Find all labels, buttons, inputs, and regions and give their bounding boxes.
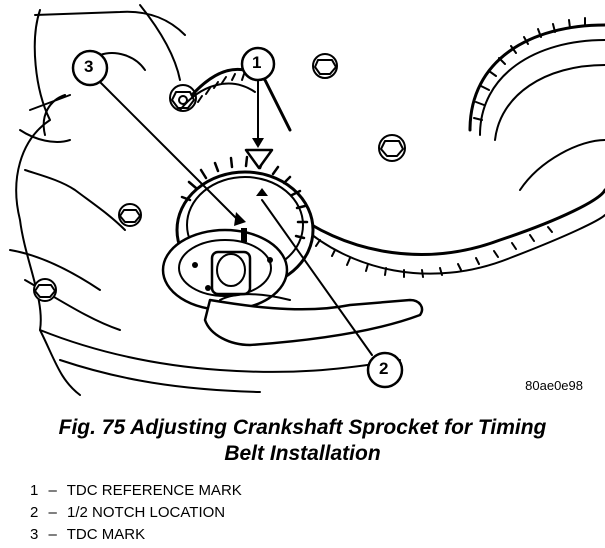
legend: 1 – TDC REFERENCE MARK 2 – 1/2 NOTCH LOC… [30, 480, 242, 546]
callout-1-label: 1 [252, 53, 262, 72]
callout-3 [71, 49, 109, 87]
engine-illustration: 1 3 2 [9, 4, 605, 396]
figure-caption: Fig. 75 Adjusting Crankshaft Sprocket fo… [0, 415, 605, 467]
engine-block [9, 4, 401, 396]
callout-leaders [99, 79, 373, 356]
bolt-lower-left [33, 278, 57, 302]
legend-text: TDC REFERENCE MARK [66, 482, 242, 499]
legend-dash: – [48, 482, 57, 499]
bolt-top-right [312, 53, 338, 79]
tdc-reference-mark [244, 148, 274, 170]
legend-item-3: 3 – TDC MARK [30, 524, 242, 546]
callout-2-label: 2 [379, 359, 389, 378]
legend-number: 2 [30, 504, 39, 521]
legend-number: 3 [30, 526, 39, 543]
legend-text: TDC MARK [66, 526, 146, 543]
caption-line-1: Fig. 75 Adjusting Crankshaft Sprocket fo… [58, 416, 547, 439]
bolt-right [378, 134, 406, 162]
legend-item-1: 1 – TDC REFERENCE MARK [30, 480, 242, 502]
wrench-tool [203, 293, 424, 347]
legend-text: 1/2 NOTCH LOCATION [67, 504, 226, 521]
legend-item-2: 2 – 1/2 NOTCH LOCATION [30, 502, 242, 524]
bolt-upper [169, 84, 197, 112]
crankshaft-sprocket [161, 155, 315, 312]
legend-dash: – [48, 526, 57, 543]
callout-3-label: 3 [84, 57, 94, 76]
legend-dash: – [48, 504, 57, 521]
callout-1 [240, 46, 276, 82]
callout-2 [366, 351, 404, 389]
image-code: 80ae0e98 [525, 378, 583, 393]
caption-line-2: Belt Installation [224, 442, 381, 465]
bolt-left [118, 203, 142, 227]
legend-number: 1 [30, 482, 39, 499]
camshaft-sprocket [468, 17, 605, 191]
